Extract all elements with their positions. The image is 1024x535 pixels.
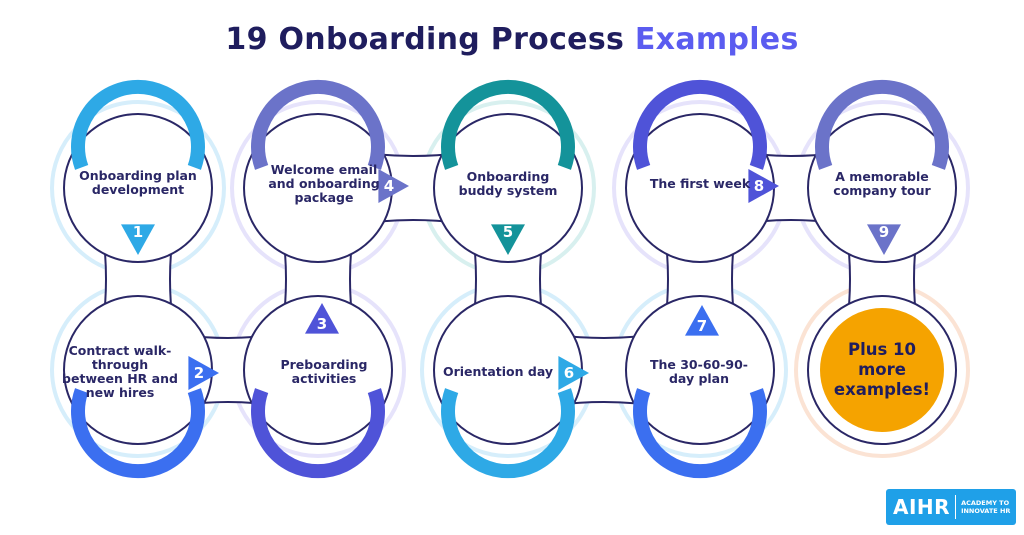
step-1-badge: 1: [121, 223, 155, 255]
node-outline: [625, 295, 775, 445]
logo-divider: [955, 495, 957, 519]
title-accent: Examples: [634, 22, 799, 57]
step-2-ring: [71, 388, 205, 479]
node-outline: [807, 113, 957, 263]
aihr-logo: AIHR ACADEMY TO INNOVATE HR: [886, 489, 1016, 525]
step-8-number: 8: [754, 177, 764, 195]
step-8-label: The first week: [649, 176, 751, 191]
node-outline: [243, 295, 393, 445]
step-8-badge-triangle: [748, 169, 779, 203]
step-3-badge: 3: [305, 303, 339, 334]
step-6-label: Orientation day: [442, 364, 554, 379]
step-6-ring: [441, 388, 575, 479]
step-9-node: [807, 79, 957, 263]
step-5-ring: [441, 79, 575, 170]
step-5-badge: 5: [491, 223, 525, 255]
logo-tagline-line1: ACADEMY TO: [961, 499, 1010, 507]
final-fill: [820, 308, 944, 432]
step-3-node: [243, 295, 393, 479]
step-5-node: [433, 79, 583, 263]
step-1-number: 1: [133, 223, 143, 241]
step-2-label: Contract walk-through between HR and new…: [62, 343, 178, 400]
step-3-ring: [251, 388, 385, 479]
step-7-badge-triangle: [685, 305, 719, 336]
step-4-badge-triangle: [378, 169, 409, 203]
step-5-label: Onboarding buddy system: [458, 169, 558, 198]
step-5-number: 5: [503, 223, 513, 241]
step-9-ring: [815, 79, 949, 170]
step-2-badge: 2: [188, 356, 219, 390]
step-8-ring: [633, 79, 767, 170]
step-2-number: 2: [194, 364, 204, 382]
node-outline: [63, 113, 213, 263]
logo-mark: AIHR: [893, 495, 951, 519]
step-6-number: 6: [564, 364, 574, 382]
logo-tagline: ACADEMY TO INNOVATE HR: [961, 499, 1010, 515]
step-4-label: Welcome email and onboarding package: [268, 162, 380, 205]
step-8-node: [625, 79, 775, 263]
step-9-label: A memorable company tour: [833, 169, 931, 198]
page-title: 19 Onboarding Process Examples: [0, 22, 1024, 57]
step-3-number: 3: [317, 315, 327, 333]
step-3-badge-triangle: [305, 303, 339, 334]
step-1-node: [63, 79, 213, 263]
step-6-badge-triangle: [558, 356, 589, 390]
step-7-badge: 7: [685, 305, 719, 336]
final-label: Plus 10 more examples!: [833, 340, 931, 399]
step-6-badge: 6: [558, 356, 589, 390]
step-9-badge: 9: [867, 223, 901, 255]
step-5-badge-triangle: [491, 224, 525, 255]
step-4-badge: 4: [378, 169, 409, 203]
node-layer: [63, 79, 957, 479]
step-1-ring: [71, 79, 205, 170]
step-3-label: Preboarding activities: [280, 357, 368, 386]
badge-layer: 1 2 3 4 5 6 7 8 9: [121, 169, 901, 390]
step-8-badge: 8: [748, 169, 779, 203]
step-7-node: [625, 295, 775, 479]
step-7-ring: [633, 388, 767, 479]
step-2-badge-triangle: [188, 356, 219, 390]
step-9-badge-triangle: [867, 224, 901, 255]
step-4-ring: [251, 79, 385, 170]
step-7-label: The 30-60-90-day plan: [649, 357, 748, 386]
title-main: 19 Onboarding Process: [225, 22, 625, 57]
step-7-number: 7: [697, 317, 707, 335]
logo-tagline-line2: INNOVATE HR: [961, 507, 1011, 515]
final-node: [807, 295, 957, 445]
step-4-number: 4: [384, 177, 394, 195]
step-9-number: 9: [879, 223, 889, 241]
step-1-badge-triangle: [121, 224, 155, 255]
node-outline: [433, 113, 583, 263]
step-1-label: Onboarding plan development: [79, 168, 197, 197]
